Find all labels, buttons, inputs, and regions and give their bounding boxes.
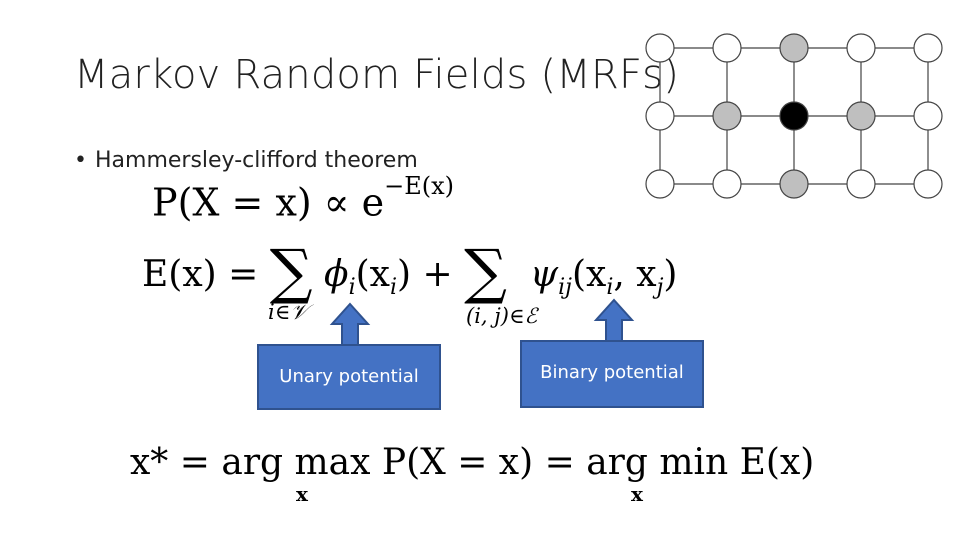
grid-node-gray xyxy=(779,33,809,63)
binary-args: (x xyxy=(571,254,607,295)
energy-lhs: E(x) = xyxy=(142,254,259,295)
binary-psi: ψ xyxy=(529,254,559,295)
argmin-subscript: x xyxy=(631,482,643,506)
slide-title: Markov Random Fields (MRFs) xyxy=(74,52,680,98)
unary-potential-callout: Unary potential xyxy=(257,344,441,410)
grid-node-white xyxy=(913,33,943,63)
grid-node-gray xyxy=(712,101,742,131)
grid-node-gray xyxy=(846,101,876,131)
grid-node-gray xyxy=(779,169,809,199)
grid-node-white xyxy=(645,101,675,131)
unary-sum-index: i∈𝒱 xyxy=(268,300,308,324)
unary-args-sub: i xyxy=(389,275,398,301)
bullet-marker: • xyxy=(74,148,87,173)
map-equation: x* = arg max P(X = x) = arg min E(x) xyxy=(130,442,815,483)
joint-probability-equation: P(X = x) ∝ e−E(x) xyxy=(152,172,454,225)
grid-node-black xyxy=(779,101,809,131)
binary-sum-symbol: ∑ xyxy=(464,237,507,307)
grid-node-white xyxy=(913,169,943,199)
binary-sum-index: (i, j)∈ℰ xyxy=(466,304,538,328)
unary-phi-sub: i xyxy=(348,275,356,301)
unary-arrow-shape xyxy=(329,302,371,347)
binary-potential-callout: Binary potential xyxy=(520,340,704,408)
grid-node-white xyxy=(913,101,943,131)
joint-exponent: −E(x) xyxy=(384,172,454,200)
binary-psi-sub: ij xyxy=(558,275,572,301)
energy-equation: E(x) = ∑ ϕi(xi) + ∑ ψij(xi, xj) xyxy=(142,236,678,307)
bullet-text: Hammersley-clifford theorem xyxy=(94,148,418,173)
grid-node-white xyxy=(846,33,876,63)
grid-node-white xyxy=(645,33,675,63)
binary-args-sub-j: j xyxy=(656,275,664,301)
bullet-item: • Hammersley-clifford theorem xyxy=(74,148,418,173)
binary-arrow-shape xyxy=(593,298,635,343)
grid-node-white xyxy=(645,169,675,199)
grid-node-white xyxy=(712,33,742,63)
binary-close: ) xyxy=(663,254,678,295)
binary-arrow xyxy=(593,298,635,343)
argmax-subscript: x xyxy=(296,482,308,506)
unary-sum-symbol: ∑ xyxy=(269,237,313,307)
unary-close: ) xyxy=(397,254,412,295)
joint-lhs: P(X = x) ∝ e xyxy=(152,180,385,225)
binary-args-sub-i: i xyxy=(606,275,614,301)
unary-args: (x xyxy=(355,254,390,295)
unary-phi: ϕ xyxy=(324,254,349,295)
grid-node-white xyxy=(712,169,742,199)
grid-node-white xyxy=(846,169,876,199)
unary-arrow xyxy=(329,302,371,347)
mrf-grid-diagram xyxy=(645,33,943,199)
plus-sign: + xyxy=(422,254,453,295)
binary-args-mid: , x xyxy=(613,254,657,295)
